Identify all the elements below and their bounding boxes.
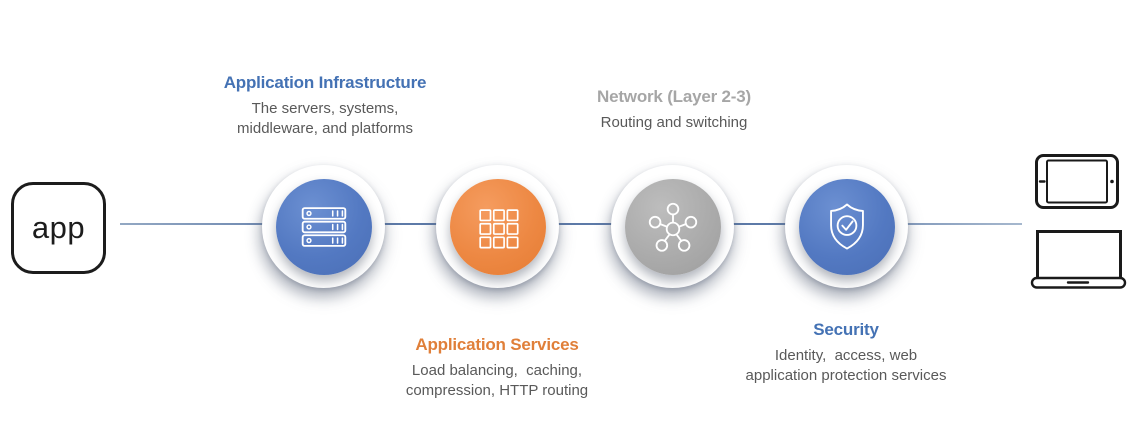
connector-line <box>120 223 1022 225</box>
stage-description: Routing and switching <box>600 114 748 131</box>
stage-title: Security <box>813 320 879 339</box>
tablet-icon <box>1035 154 1119 215</box>
stage-description: Load balancing, caching,compression, HTT… <box>405 362 589 399</box>
stage-circle-infrastructure <box>262 165 385 288</box>
app-box: app <box>11 182 106 274</box>
stage-title: Application Infrastructure <box>223 73 427 92</box>
stage-label-network: Network (Layer 2-3) Routing and switchin… <box>524 87 824 133</box>
laptop-icon <box>1030 228 1127 296</box>
shield-check-icon <box>798 178 895 275</box>
app-box-label: app <box>31 210 86 245</box>
stage-description: The servers, systems,middleware, and pla… <box>237 100 413 137</box>
stage-title: Network (Layer 2-3) <box>597 87 751 106</box>
stage-circle-services <box>436 165 559 288</box>
server-rack-icon <box>275 178 372 275</box>
stage-label-infrastructure: Application Infrastructure The servers, … <box>166 73 484 138</box>
stage-circle-network <box>611 165 734 288</box>
stage-label-services: Application Services Load balancing, cac… <box>347 335 647 400</box>
grid-icon <box>449 178 546 275</box>
stage-title: Application Services <box>415 335 579 354</box>
stage-circle-security <box>785 165 908 288</box>
network-hub-icon <box>624 178 721 275</box>
